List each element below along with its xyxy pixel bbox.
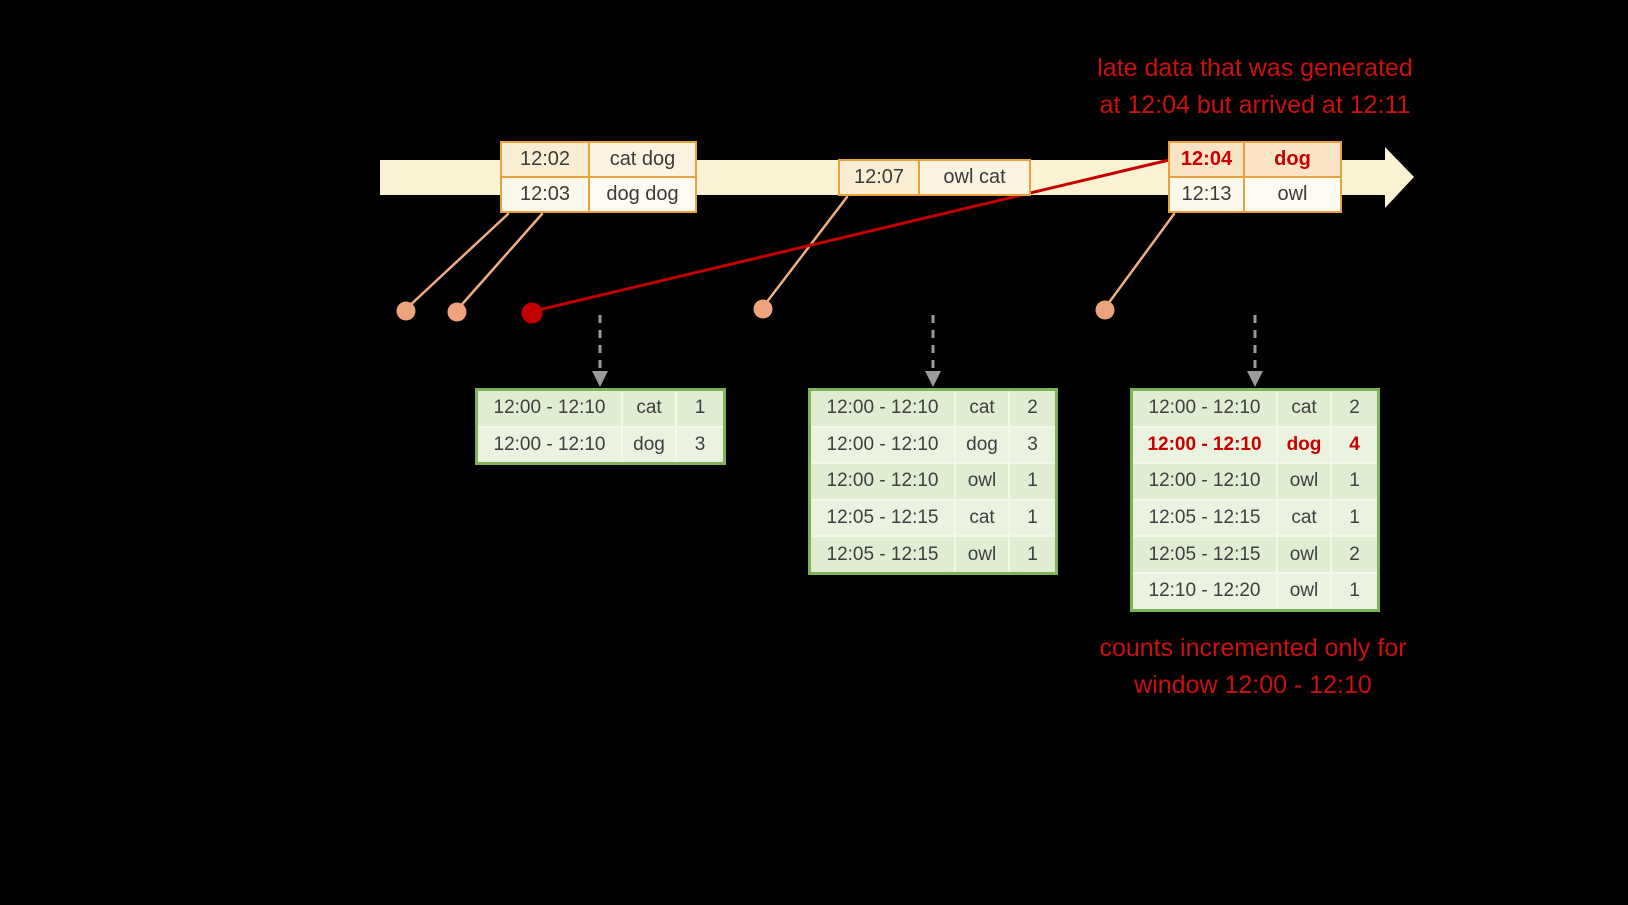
late-updated-window: 12:00 - 12:10 [1133,427,1276,463]
event-words: dog dog [590,178,695,211]
event-time: 12:03 [502,178,588,211]
result-word: owl [1278,573,1330,609]
result-word: cat [956,391,1008,426]
result-window: 12:00 - 12:10 [478,427,621,463]
result-count: 1 [1010,464,1055,499]
trigger-arrow [925,315,941,387]
event-dot [1095,300,1115,320]
result-count: 1 [1332,464,1377,499]
result-count: 1 [1010,500,1055,536]
late-data-annotation: late data that was generated at 12:04 bu… [1005,50,1505,124]
result-word: owl [956,537,1008,572]
event-dot [447,302,467,322]
late-data-line [532,158,1171,313]
result-window: 12:05 - 12:15 [1133,500,1276,536]
event-words: cat dog [590,143,695,176]
result-word: owl [1278,464,1330,499]
result-window: 12:00 - 12:10 [811,391,954,426]
counts-annotation: counts incremented only for window 12:00… [1003,630,1503,704]
result-word: dog [623,427,675,463]
result-count: 3 [1010,427,1055,463]
trigger-arrow [1247,315,1263,387]
late-event-words: dog [1245,143,1340,176]
result-count: 1 [1332,500,1377,536]
result-window: 12:05 - 12:15 [811,500,954,536]
result-count: 2 [1332,537,1377,572]
result-word: cat [623,391,675,426]
late-data-annotation-line2: at 12:04 but arrived at 12:11 [1099,91,1411,119]
event-time: 12:07 [840,161,918,194]
timeline-arrow-head [1385,147,1414,208]
counts-annotation-line1: counts incremented only for [1099,634,1407,662]
result-count: 3 [677,427,723,463]
event-table-2: 12:07 owl cat [838,159,1031,196]
connector-line [455,212,544,312]
result-word: cat [1278,391,1330,426]
result-count: 2 [1010,391,1055,426]
late-event-time: 12:04 [1170,143,1243,176]
result-window: 12:05 - 12:15 [811,537,954,572]
event-table-3: 12:04 dog 12:13 owl [1168,141,1342,213]
event-time: 12:02 [502,143,588,176]
result-table-2: 12:00 - 12:10 cat 2 12:00 - 12:10 dog 3 … [808,388,1058,575]
result-table-1: 12:00 - 12:10 cat 1 12:00 - 12:10 dog 3 [475,388,726,466]
result-word: owl [1278,537,1330,572]
result-window: 12:00 - 12:10 [1133,464,1276,499]
event-words: owl [1245,178,1340,211]
event-words: owl cat [920,161,1029,194]
event-dot [753,299,773,319]
late-updated-count: 4 [1332,427,1377,463]
connector-line [404,212,510,311]
result-word: cat [956,500,1008,536]
result-table-3: 12:00 - 12:10 cat 2 12:00 - 12:10 dog 4 … [1130,388,1380,612]
late-updated-word: dog [1278,427,1330,463]
trigger-arrow [592,315,608,387]
result-count: 1 [677,391,723,426]
result-window: 12:00 - 12:10 [1133,391,1276,426]
result-window: 12:00 - 12:10 [811,464,954,499]
event-table-1: 12:02 cat dog 12:03 dog dog [500,141,697,213]
result-count: 2 [1332,391,1377,426]
result-word: cat [1278,500,1330,536]
result-window: 12:00 - 12:10 [811,427,954,463]
result-count: 1 [1332,573,1377,609]
counts-annotation-line2: window 12:00 - 12:10 [1134,671,1372,699]
event-dot [396,301,416,321]
result-window: 12:10 - 12:20 [1133,573,1276,609]
connector-line [761,195,849,309]
connector-line [1103,212,1176,310]
result-word: owl [956,464,1008,499]
late-data-annotation-line1: late data that was generated [1097,54,1413,82]
event-time: 12:13 [1170,178,1243,211]
result-count: 1 [1010,537,1055,572]
result-word: dog [956,427,1008,463]
result-window: 12:05 - 12:15 [1133,537,1276,572]
result-window: 12:00 - 12:10 [478,391,621,426]
late-event-dot [521,302,543,324]
